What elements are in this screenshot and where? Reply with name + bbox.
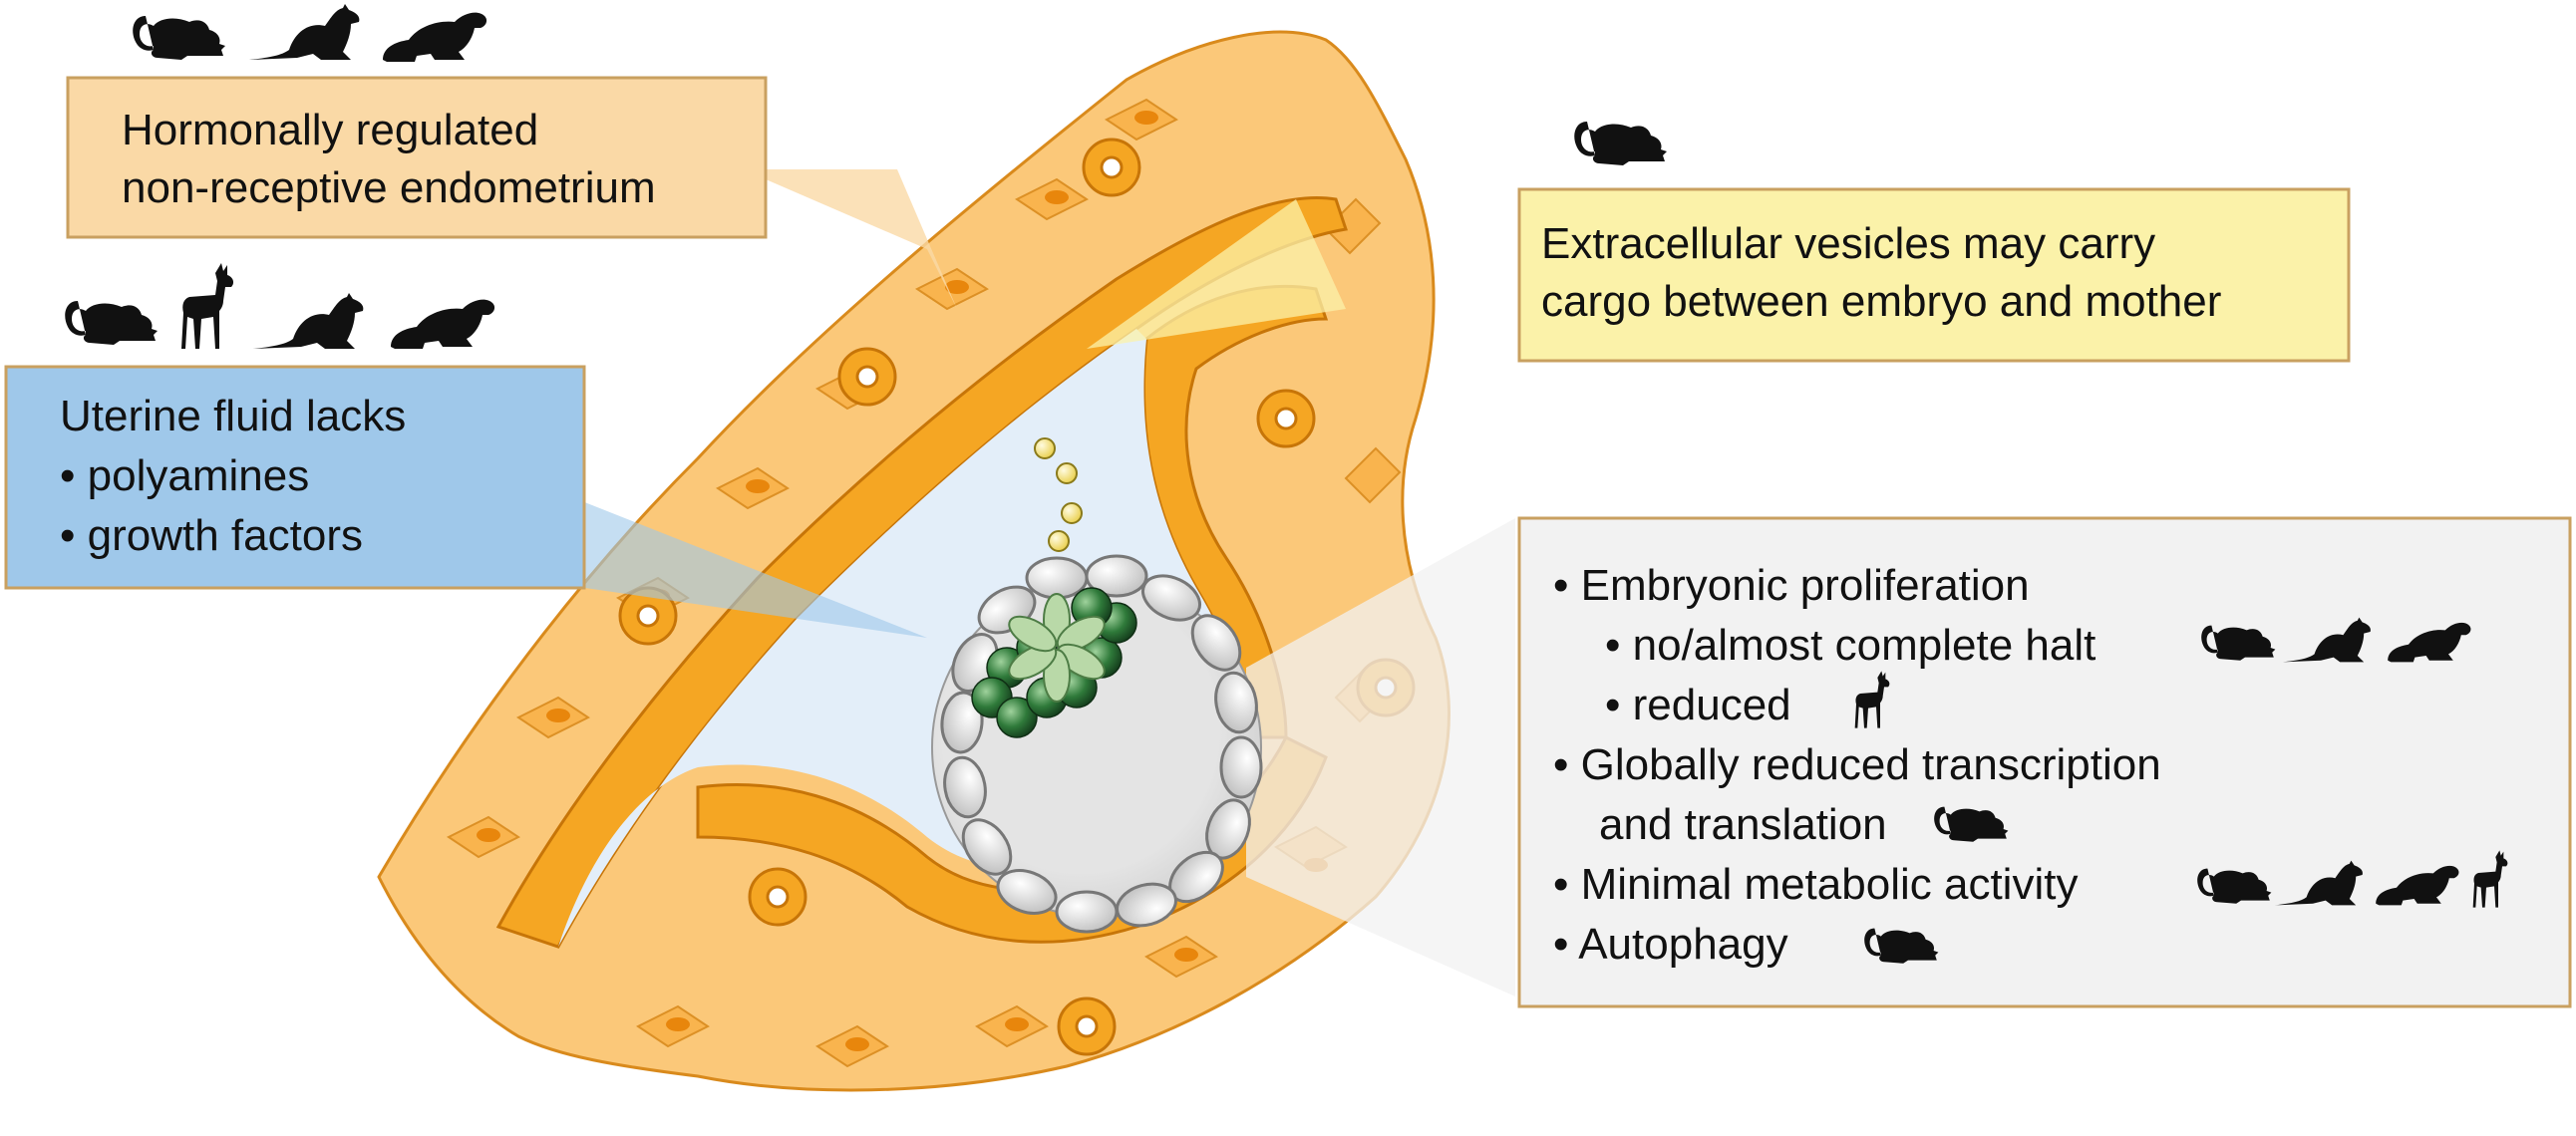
list-item-label: and translation bbox=[1599, 800, 1887, 849]
list-item-label: Globally reduced transcription bbox=[1580, 740, 2161, 789]
endometrium-line-2: non-receptive endometrium bbox=[122, 163, 656, 212]
vesicle bbox=[1034, 437, 1056, 459]
epiblast-rosette bbox=[1008, 593, 1106, 703]
list-item-label: polyamines bbox=[87, 451, 310, 500]
list-item: • growth factors bbox=[60, 511, 363, 560]
list-item: • reduced bbox=[1605, 681, 1791, 729]
vesicle bbox=[1048, 530, 1070, 552]
uterine-fluid-callout-box bbox=[4, 365, 586, 590]
vesicles-callout-text: Extracellular vesicles may carry cargo b… bbox=[1541, 215, 2221, 331]
list-item: • polyamines bbox=[60, 451, 310, 500]
list-item-label: Autophagy bbox=[1578, 920, 1788, 969]
mink-icon bbox=[391, 299, 495, 349]
list-item: • Embryonic proliferation bbox=[1553, 561, 2030, 610]
animal-icons-endometrium bbox=[133, 4, 487, 62]
wallaby-icon bbox=[249, 4, 360, 60]
list-item: • no/almost complete halt bbox=[1605, 621, 2096, 670]
mouse-icon bbox=[65, 301, 158, 345]
animal-icons-uterine-fluid bbox=[65, 263, 495, 349]
list-item: • Minimal metabolic activity bbox=[1553, 860, 2079, 909]
wallaby-icon bbox=[253, 293, 364, 349]
roe-deer-icon bbox=[181, 263, 234, 349]
uterine-fluid-heading: Uterine fluid lacks bbox=[60, 392, 407, 440]
vesicle bbox=[1056, 462, 1078, 484]
blastocyst bbox=[931, 554, 1263, 934]
embryo-callout-text: • Embryonic proliferation • no/almost co… bbox=[1553, 556, 2161, 975]
list-item-label: Embryonic proliferation bbox=[1580, 561, 2030, 610]
list-item: • Autophagy bbox=[1553, 920, 1788, 969]
endometrium-callout-text: Hormonally regulated non-receptive endom… bbox=[122, 102, 656, 217]
list-item: • Globally reduced transcription bbox=[1553, 740, 2161, 789]
embryo-callout-box bbox=[1517, 516, 2572, 1008]
mouse-icon bbox=[133, 16, 225, 60]
animal-icons-vesicles bbox=[1574, 122, 1667, 165]
list-item-label: reduced bbox=[1632, 681, 1791, 729]
mink-icon bbox=[383, 12, 487, 62]
list-item-label: growth factors bbox=[87, 511, 363, 560]
vesicles-callout-box bbox=[1517, 187, 2351, 363]
vesicle bbox=[1061, 502, 1083, 524]
list-item-label: Minimal metabolic activity bbox=[1580, 860, 2079, 909]
list-item: and translation bbox=[1553, 795, 2161, 855]
uterine-fluid-callout-text: Uterine fluid lacks • polyamines • growt… bbox=[60, 387, 406, 566]
endometrium-line-1: Hormonally regulated bbox=[122, 106, 539, 154]
list-item-label: no/almost complete halt bbox=[1632, 621, 2096, 670]
extracellular-vesicles bbox=[1034, 437, 1083, 552]
trophectoderm bbox=[940, 554, 1263, 934]
vesicles-line-1: Extracellular vesicles may carry bbox=[1541, 219, 2156, 268]
endometrium-callout-box bbox=[66, 76, 768, 239]
mouse-icon bbox=[1574, 122, 1667, 165]
vesicles-line-2: cargo between embryo and mother bbox=[1541, 277, 2222, 326]
